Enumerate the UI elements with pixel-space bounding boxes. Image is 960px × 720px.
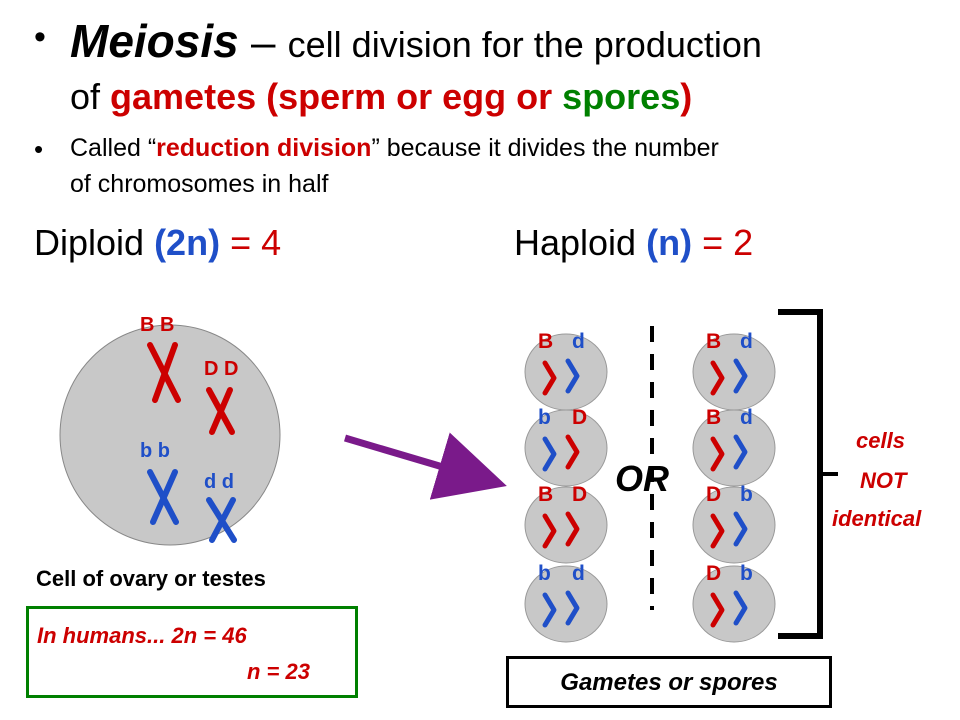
- humans-info-box: In humans... 2n = 46 n = 23: [26, 606, 358, 698]
- gamete-allele-label: b: [740, 562, 753, 585]
- gamete-allele-label: b: [740, 483, 753, 506]
- chromosome-B: [542, 360, 557, 396]
- chromosome-bb: [147, 469, 179, 525]
- chromosome-BB: [147, 342, 181, 403]
- meiosis-term: Meiosis: [70, 15, 239, 67]
- gamete-cells: [524, 333, 776, 643]
- chromosome-d: [565, 358, 580, 394]
- chromosome-b: [733, 511, 748, 547]
- gamete-allele-label: B: [706, 330, 722, 353]
- gamete-allele-label: d: [572, 562, 585, 585]
- gamete-allele-label: D: [572, 406, 588, 429]
- chromosome-B: [710, 360, 725, 396]
- chromosome-b: [733, 590, 748, 626]
- gamete-allele-label: d: [740, 330, 753, 353]
- parent-cell-caption: Cell of ovary or testes: [36, 566, 266, 591]
- bullet2-line1: Called “reduction division” because it d…: [70, 134, 719, 162]
- chromosome-D: [710, 513, 725, 549]
- chromosome-d: [733, 434, 748, 470]
- haploid-label: Haploid (n) = 2: [514, 222, 754, 263]
- gamete-allele-label: D: [706, 483, 722, 506]
- gametes-highlight: gametes (sperm or egg or: [110, 76, 563, 117]
- reduction-division-highlight: reduction division: [156, 134, 372, 162]
- label-dd: d d: [204, 471, 234, 493]
- side-note-identical: identical: [832, 506, 922, 531]
- chromosome-D: [565, 511, 580, 547]
- gamete-allele-label: b: [538, 406, 551, 429]
- grouping-bracket: [778, 309, 823, 639]
- chromosome-B: [710, 436, 725, 472]
- spores-highlight: spores: [562, 76, 681, 117]
- side-note-not: NOT: [860, 468, 907, 493]
- gamete-allele-label: d: [572, 330, 585, 353]
- gamete-allele-label: B: [538, 330, 554, 353]
- chromosome-B: [542, 513, 557, 549]
- gamete-allele-label: B: [538, 483, 554, 506]
- label-bb: b b: [140, 440, 170, 462]
- gamete-allele-label: b: [538, 562, 551, 585]
- gamete-allele-label: D: [572, 483, 588, 506]
- gamete-allele-label: D: [706, 562, 722, 585]
- bullet1-line2: of gametes (sperm or egg or spores): [70, 76, 693, 117]
- chromosome-b: [542, 592, 557, 628]
- chromosome-D: [710, 592, 725, 628]
- division-arrow: [344, 432, 507, 500]
- gamete-allele-label: d: [740, 406, 753, 429]
- bullet1-line1: Meiosis – cell division for the producti…: [70, 15, 762, 67]
- gametes-caption-box: Gametes or spores: [506, 656, 832, 708]
- parent-cell: [59, 324, 281, 546]
- bullet-marker: •: [34, 134, 44, 164]
- side-note-cells: cells: [856, 428, 905, 453]
- chromosome-d: [565, 590, 580, 626]
- chromosome-b: [542, 436, 557, 472]
- chromosome-d: [733, 358, 748, 394]
- label-BB: B B: [140, 314, 175, 336]
- chromosome-DD: [206, 387, 235, 435]
- bullet2-line2: of chromosomes in half: [70, 170, 329, 198]
- label-DD: D D: [204, 358, 239, 380]
- or-label: OR: [615, 458, 669, 499]
- bullet-marker: •: [34, 18, 46, 56]
- chromosome-dd: [206, 497, 237, 543]
- gamete-allele-label: B: [706, 406, 722, 429]
- diploid-label: Diploid (2n) = 4: [34, 222, 282, 263]
- chromosome-D: [565, 434, 580, 470]
